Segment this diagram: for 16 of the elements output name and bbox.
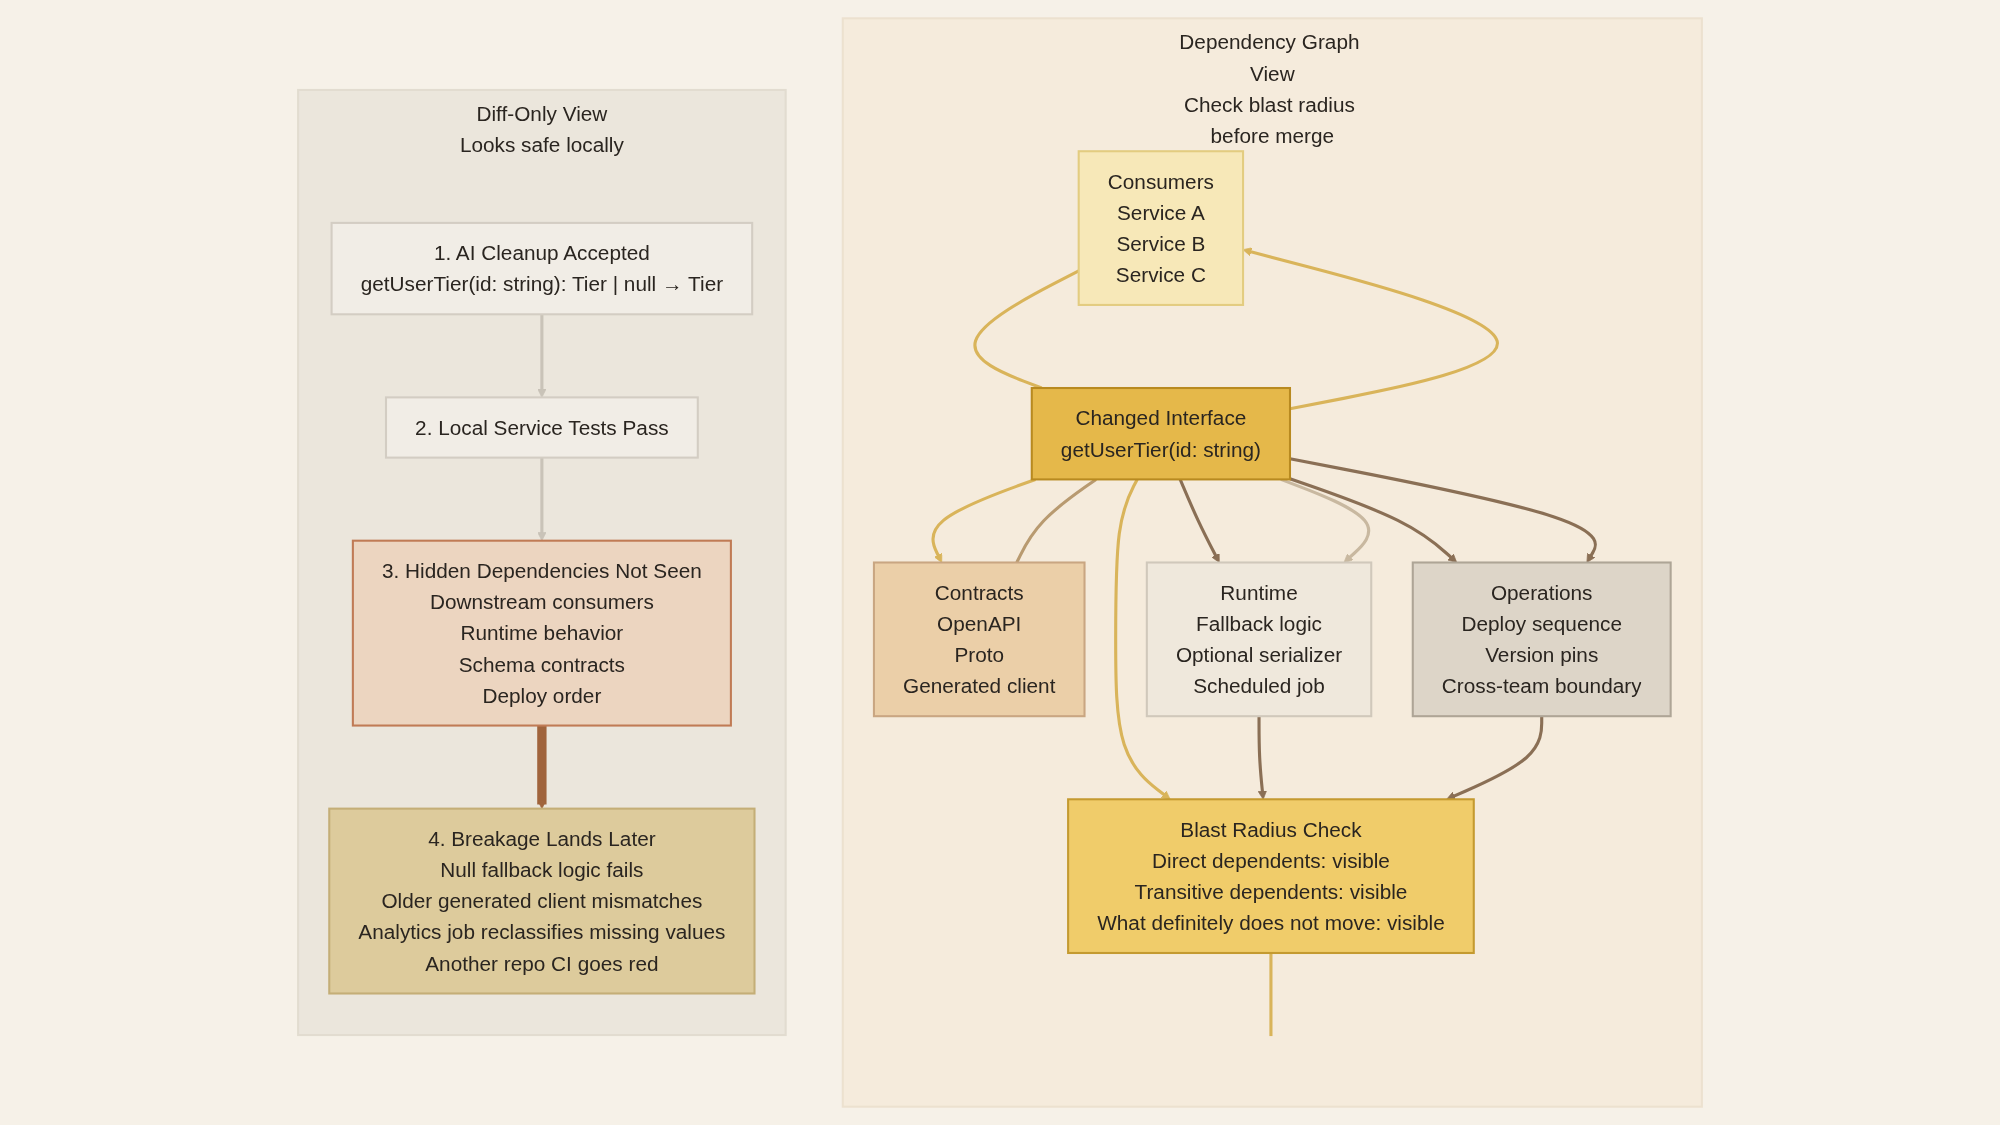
node-box: 3. Hidden Dependencies Not Seen Downstream consumers Runtime behavior Schema contracts Deploy order: [351, 539, 732, 727]
connector: [1269, 953, 1273, 1037]
arrow: [1257, 716, 1267, 800]
node-box: Blast Radius Check Direct dependents: visible Transitive dependents: visible What definitely does not move: visible: [1067, 798, 1475, 955]
arrow: [537, 314, 547, 398]
arrow: [1289, 457, 1597, 563]
arrow: [1289, 477, 1458, 563]
node-box: Runtime Fallback logic Optional serializer Scheduled job: [1145, 561, 1373, 718]
node-box: 1. AI Cleanup Accepted getUserTier(id: string): Tier | null → Tier: [330, 221, 754, 316]
node-box: Operations Deploy sequence Version pins Cross-team boundary: [1411, 561, 1672, 718]
node-box: 4. Breakage Lands Later Null fallback logic fails Older generated client mismatches Analytics job reclassifies missing values Another repo CI goes red: [328, 807, 756, 995]
node-box: Contracts OpenAPI Proto Generated client: [872, 561, 1086, 718]
node-box: Changed Interface getUserTier(id: string): [1030, 387, 1292, 481]
node-box: 2. Local Service Tests Pass: [384, 396, 699, 459]
arrow: [931, 477, 1036, 563]
node-box: Consumers Service A Service B Service C: [1077, 150, 1245, 306]
